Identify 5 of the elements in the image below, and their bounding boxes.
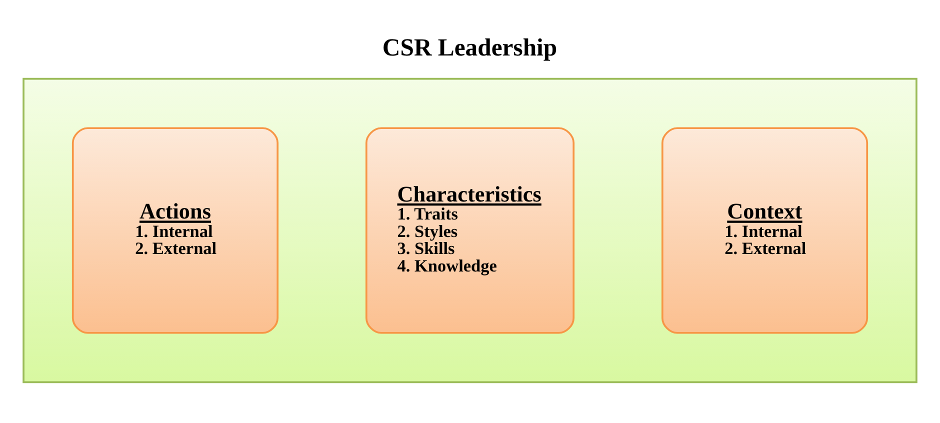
node-box: Context 1. Internal 2. External [661, 126, 868, 334]
cluster [22, 77, 918, 383]
diagram-title: CSR Leadership [382, 34, 558, 61]
node-box: Actions 1. Internal 2. External [72, 126, 279, 334]
node-box: Characteristics 1. Traits 2. Styles 3. Skills 4. Knowledge [365, 126, 575, 334]
